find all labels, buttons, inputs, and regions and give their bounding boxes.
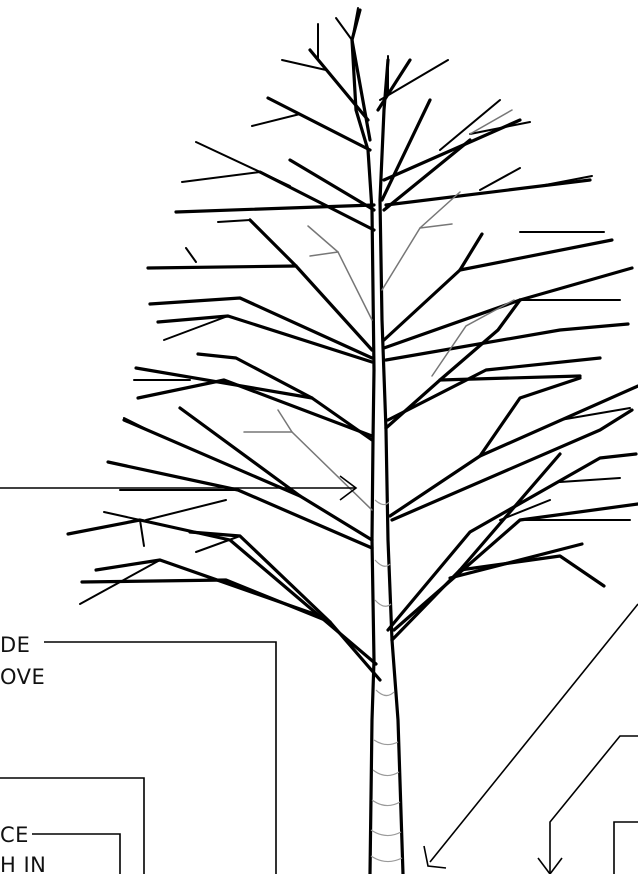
crown-left-lower [68,500,380,680]
tree-trunk [352,10,403,874]
leader-lines [0,476,638,874]
label-1-line-2: OVE [0,665,45,689]
crown-right-lower [388,454,638,640]
crown-left-upper [148,220,372,362]
crown-right-upper [382,192,632,360]
label-2-line-2: H IN [0,853,46,874]
leader-box-right [614,822,638,874]
leader-line-label-1 [44,642,276,874]
leader-line-diagonal [430,604,638,862]
leader-line-right-elbow [550,736,638,874]
label-2-line-1: CE [0,823,29,847]
label-1-line-1: DE [0,633,30,657]
